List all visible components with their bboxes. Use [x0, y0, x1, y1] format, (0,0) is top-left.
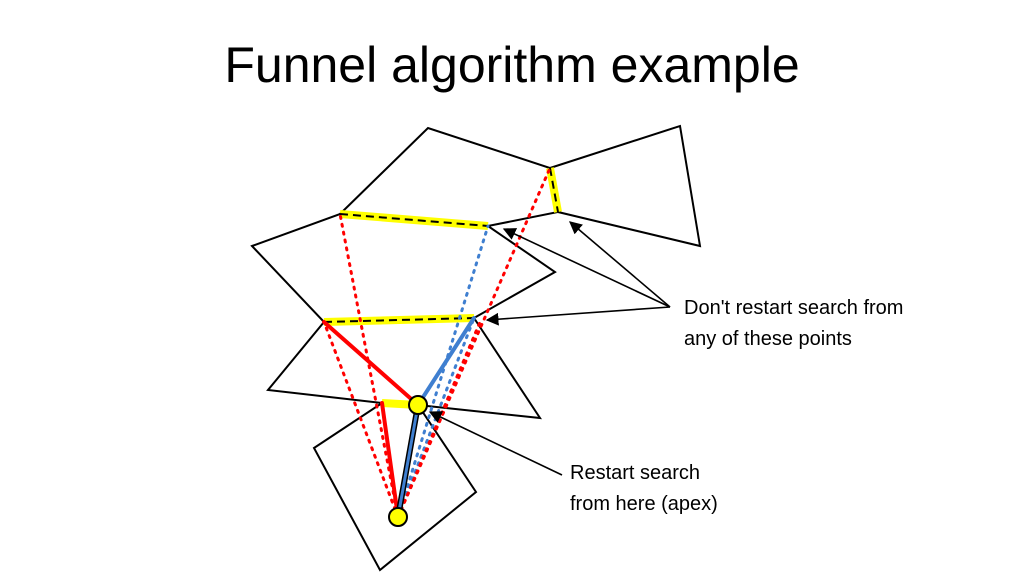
portal-highlight-1: [339, 210, 489, 230]
arrow-to-point-1: [502, 228, 671, 308]
callout-arrows: [428, 221, 671, 476]
left-side-upper: [322, 320, 420, 407]
portal-line-2: [549, 167, 559, 213]
portal-line-1: [339, 213, 489, 227]
funnel-sides: [322, 316, 476, 520]
start-point: [388, 507, 408, 527]
no-restart-line-1: Don't restart search from: [684, 297, 903, 319]
polygon-top: [337, 126, 560, 228]
restart-line-1: Restart search: [570, 462, 700, 484]
restart-label: Restart search from here (apex): [570, 462, 718, 515]
left-ray-lower: [322, 320, 400, 519]
right-side-upper: [416, 316, 476, 407]
portal-lines: [323, 167, 559, 323]
right-ray-a: [396, 224, 490, 519]
new-apex-point: [408, 395, 428, 415]
polygon-upper-middle: [250, 212, 557, 324]
left-ray-outer: [338, 212, 400, 519]
no-restart-label: Don't restart search from any of these p…: [684, 297, 909, 350]
portal-highlight-3: [323, 314, 475, 326]
arrow-to-apex: [428, 411, 563, 476]
arrow-to-point-3: [485, 306, 671, 326]
no-restart-line-2: any of these points: [684, 328, 852, 350]
polygon-right-triangle: [548, 124, 702, 248]
slide-title: Funnel algorithm example: [224, 37, 800, 93]
left-side-lower: [380, 401, 400, 519]
path-segment: [396, 403, 420, 519]
restart-line-2: from here (apex): [570, 493, 718, 515]
arrow-to-point-2: [569, 221, 671, 308]
right-ray-lower: [396, 320, 482, 519]
